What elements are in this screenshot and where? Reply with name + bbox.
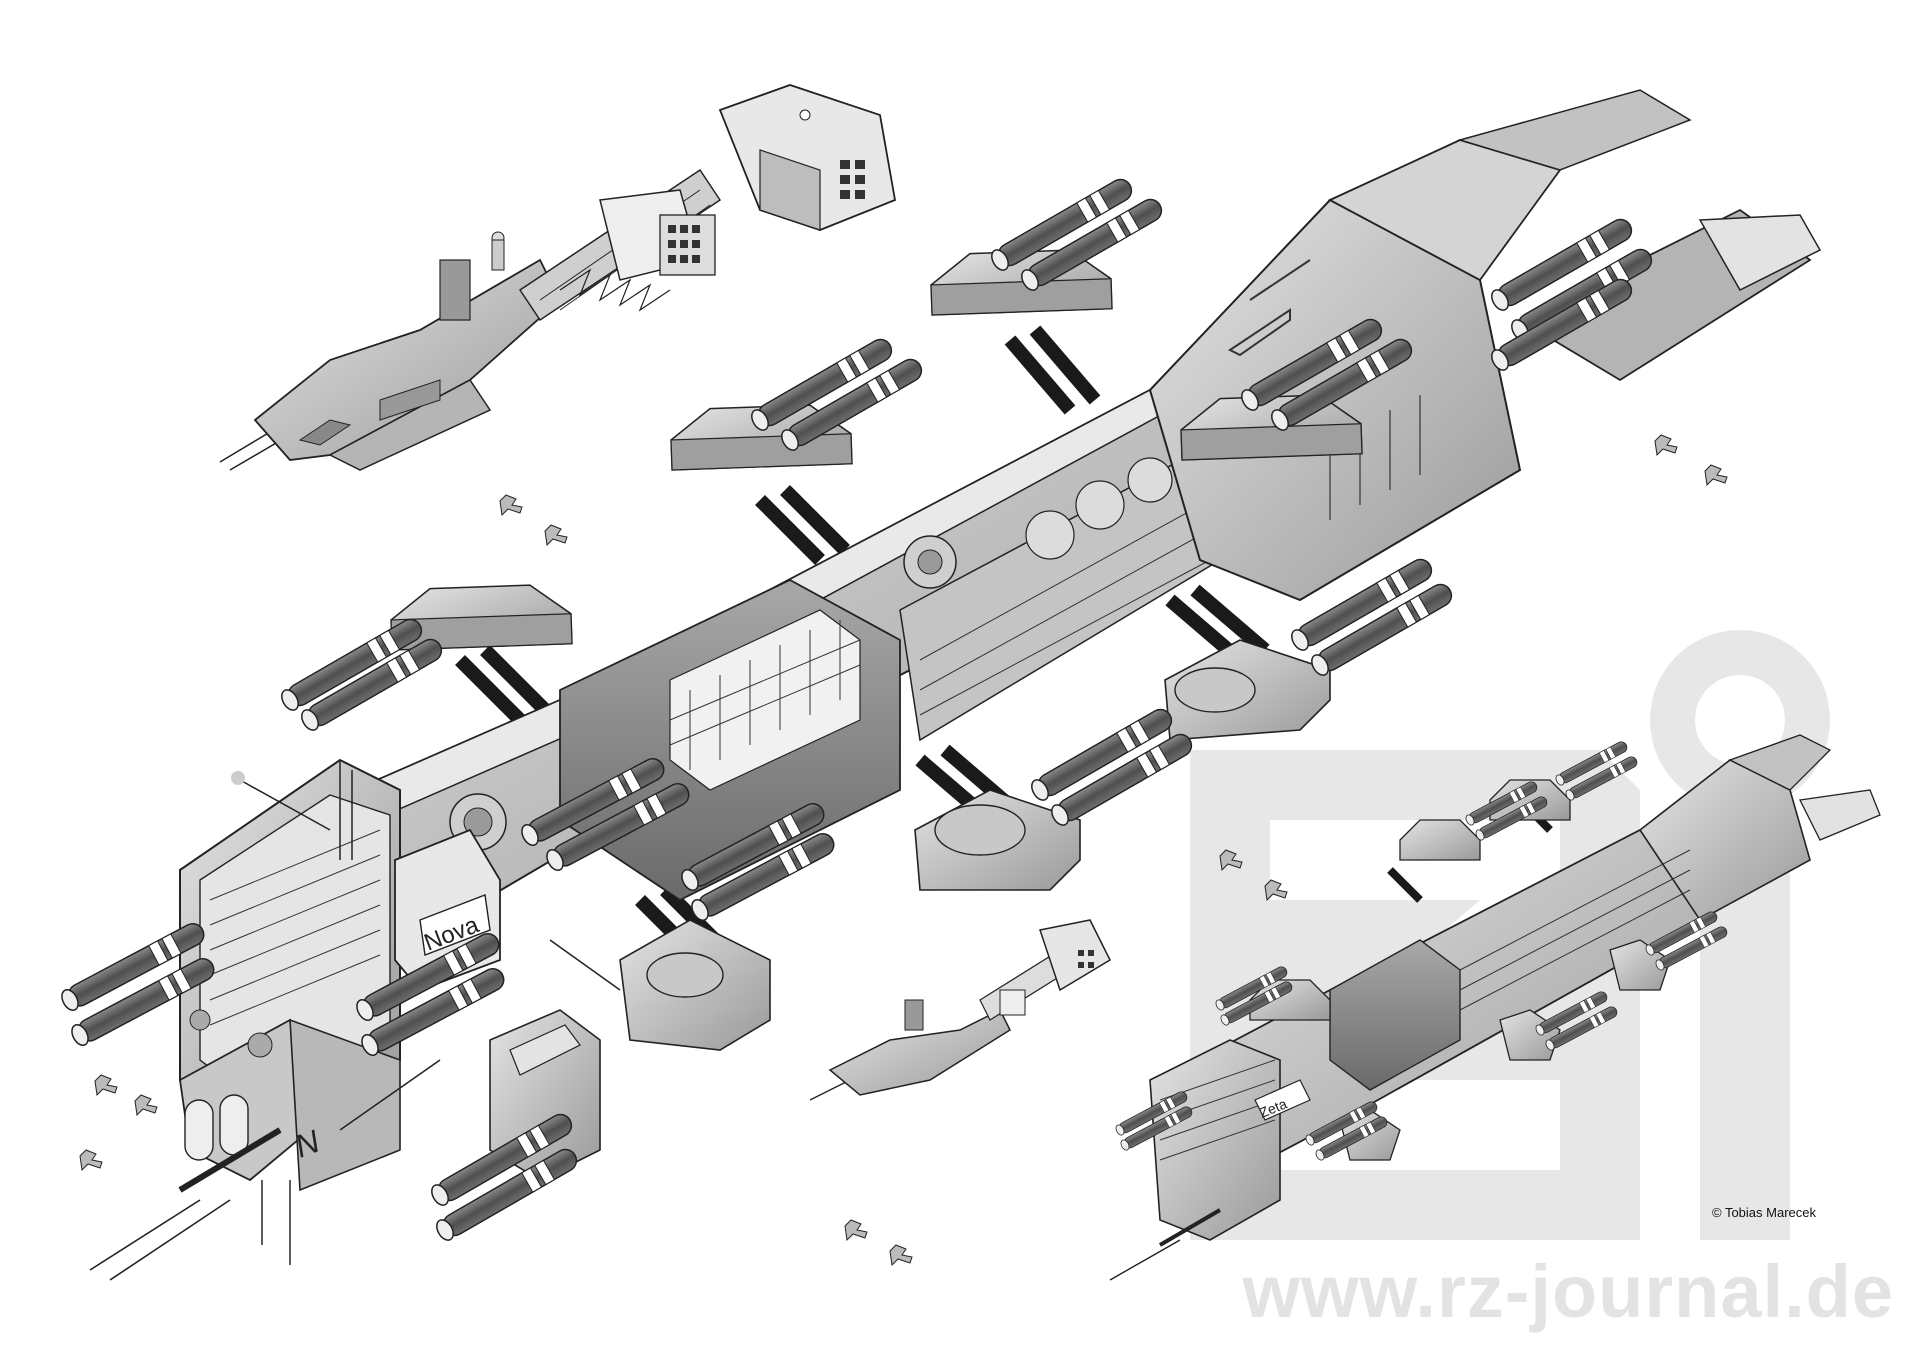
sister-ship: Zeta <box>1109 734 1881 1281</box>
watermark-url: www.rz-journal.de <box>1242 1250 1894 1333</box>
copyright-notice: © Tobias Marecek <box>1712 1205 1816 1220</box>
turret-left <box>277 582 573 734</box>
flagship: N Nova <box>57 89 1822 1281</box>
turret-top-rear <box>929 174 1167 316</box>
turret-top-mid <box>669 334 927 471</box>
turret-bottom-left <box>427 1009 601 1244</box>
turret-mid-right <box>619 919 771 1051</box>
escort-ship-top <box>219 84 897 471</box>
escort-ship-center <box>809 919 1111 1101</box>
turret-lower-mid <box>914 704 1197 891</box>
